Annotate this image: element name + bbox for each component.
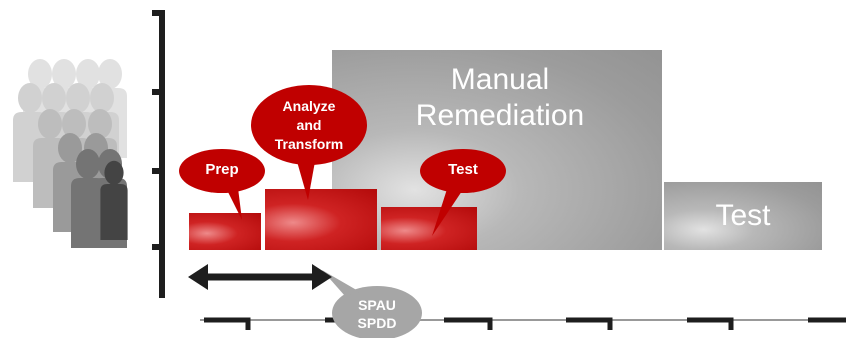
analyze-line: Analyze [282,98,336,114]
spau-line: SPAU [358,297,396,313]
manual-remediation-label: Manual Remediation [380,62,620,134]
spau-spdd-callout-label: SPAU SPDD [332,296,422,332]
analyze-transform-block [265,189,377,250]
timeline-axis [200,317,846,330]
test-red-callout-bubble [420,149,506,236]
prep-callout-label: Prep [205,161,239,178]
test-red-callout-label: Test [448,161,478,178]
test-red-block [381,207,477,250]
manual-remediation-line1: Manual [450,63,550,96]
prep-block [189,213,261,250]
analyze-transform-callout-bubble [251,85,367,200]
manual-remediation-line2: Remediation [415,99,585,132]
spau-spdd-callout-bubble [322,270,422,338]
test-gray-block [664,182,822,250]
vertical-axis [152,10,165,298]
spdd-line: SPDD [357,315,397,331]
test-gray-label: Test [715,199,771,232]
transform-line: Transform [274,136,344,152]
double-arrow-icon [188,264,332,290]
analyze-transform-callout-label: Analyze and Transform [254,97,364,154]
and-line: and [296,117,322,133]
prep-callout-bubble [179,149,265,220]
